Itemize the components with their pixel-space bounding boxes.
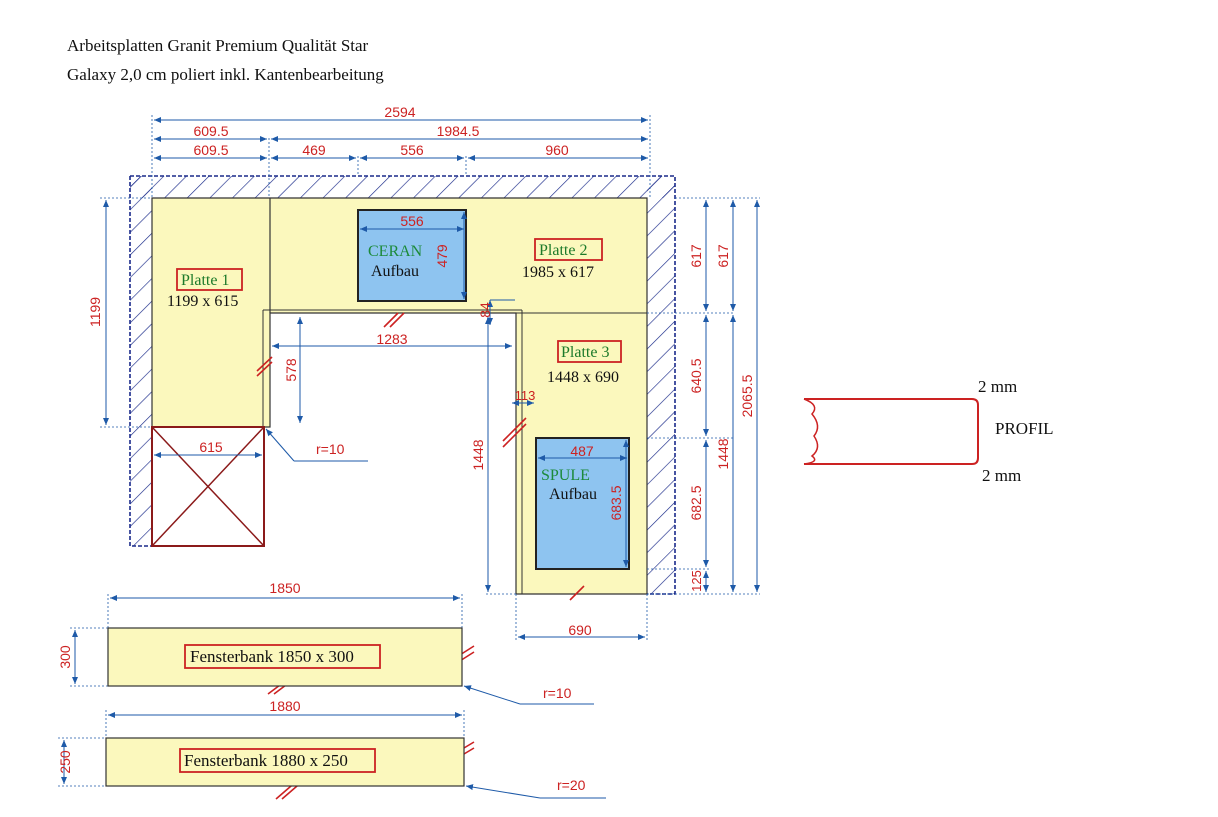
- dim-683: 683.5: [608, 485, 624, 520]
- appliance-cross-box: [151, 426, 265, 547]
- dim-1880: 1880: [269, 698, 300, 714]
- profile-top-label: 2 mm: [978, 377, 1017, 396]
- windowsill-1: Fensterbank 1850 x 300: [107, 627, 463, 687]
- ceran-label: CERAN: [368, 243, 423, 260]
- dim-300: 300: [57, 645, 73, 669]
- dim-2594: 2594: [384, 104, 415, 120]
- dim-1199: 1199: [87, 297, 103, 327]
- dim-960: 960: [545, 142, 569, 158]
- windowsill-2: Fensterbank 1880 x 250: [105, 737, 465, 787]
- spule-label: SPULE: [541, 467, 590, 484]
- radius-20: r=20: [557, 777, 586, 793]
- dimension-texts: 2594 609.5 1984.5 609.5 469 556 960 556 …: [57, 104, 755, 793]
- dim-487: 487: [570, 443, 594, 459]
- title-line-2: Galaxy 2,0 cm poliert inkl. Kantenbearbe…: [67, 65, 384, 84]
- dim-617-a: 617: [688, 244, 704, 268]
- dimension-lines: [61, 117, 760, 799]
- dim-1448-left: 1448: [470, 439, 486, 470]
- dim-609-b: 609.5: [193, 142, 228, 158]
- dim-609-a: 609.5: [193, 123, 228, 139]
- plate-2-label-group: Platte 2 1985 x 617: [522, 238, 603, 281]
- plate-3-label-group: Platte 3 1448 x 690: [547, 340, 622, 386]
- dim-682: 682.5: [688, 485, 704, 520]
- plate-3-size: 1448 x 690: [547, 369, 619, 386]
- dim-1448-right: 1448: [715, 438, 731, 469]
- dim-479: 479: [434, 244, 450, 268]
- dim-690: 690: [568, 622, 592, 638]
- ceran-sub-label: Aufbau: [371, 263, 419, 280]
- dim-250: 250: [57, 750, 73, 774]
- radius-10-a: r=10: [316, 441, 345, 457]
- edge-profile: 2 mm PROFIL 2 mm: [803, 377, 1054, 485]
- spule-sub-label: Aufbau: [549, 486, 597, 503]
- profile-label: PROFIL: [995, 419, 1054, 438]
- title-line-1: Arbeitsplatten Granit Premium Qualität S…: [67, 36, 369, 55]
- dim-617-b: 617: [715, 244, 731, 268]
- profile-bottom-label: 2 mm: [982, 466, 1021, 485]
- dim-1984: 1984.5: [437, 123, 480, 139]
- ceran-cutout: CERAN Aufbau: [357, 209, 467, 302]
- dim-556-top: 556: [400, 142, 424, 158]
- plate-3-label: Platte 3: [561, 344, 609, 361]
- plate-2-size: 1985 x 617: [522, 264, 594, 281]
- dim-615: 615: [199, 439, 223, 455]
- dim-640: 640.5: [688, 358, 704, 393]
- plate-2-label: Platte 2: [539, 242, 587, 259]
- dim-469: 469: [302, 142, 326, 158]
- dim-1850: 1850: [269, 580, 300, 596]
- wall-hatch: [129, 175, 676, 595]
- extension-lines: [58, 115, 760, 787]
- dim-84: 84: [477, 302, 493, 318]
- dim-556: 556: [400, 213, 424, 229]
- plate-1-label-group: Platte 1 1199 x 615: [167, 268, 243, 310]
- plate-1-label: Platte 1: [181, 272, 229, 289]
- dim-113: 113: [515, 388, 536, 403]
- windowsill-1-label: Fensterbank 1850 x 300: [190, 647, 354, 666]
- dim-2065: 2065.5: [739, 374, 755, 417]
- dim-1283: 1283: [376, 331, 407, 347]
- plate-1-size: 1199 x 615: [167, 293, 238, 310]
- dim-578: 578: [283, 358, 299, 382]
- radius-10-b: r=10: [543, 685, 572, 701]
- windowsill-2-label: Fensterbank 1880 x 250: [184, 751, 348, 770]
- dim-125: 125: [689, 570, 704, 592]
